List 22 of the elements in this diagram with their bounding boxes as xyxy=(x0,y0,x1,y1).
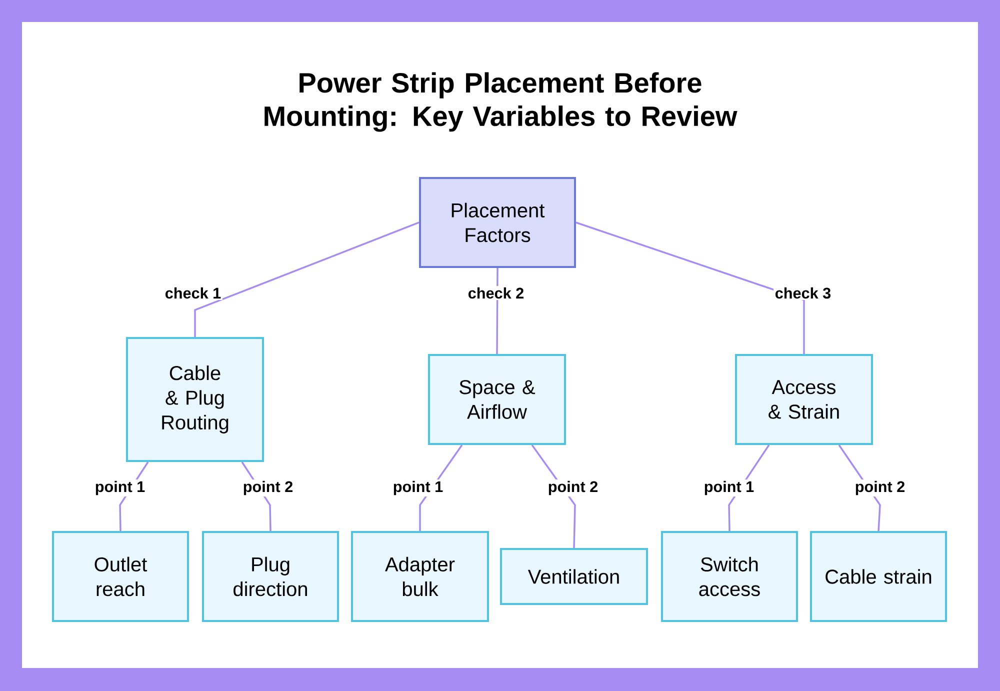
connector xyxy=(576,222,805,354)
factor-box: Plug direction xyxy=(202,531,339,622)
factor-box: Switch access xyxy=(661,531,798,622)
factor-box: Cable & Plug Routing xyxy=(126,337,264,462)
factor-box: Space & Airflow xyxy=(428,354,566,445)
edge-label: point 2 xyxy=(854,480,906,496)
factor-box: Ventilation xyxy=(500,548,648,605)
factor-box: Outlet reach xyxy=(52,531,189,622)
edge-label: point 1 xyxy=(702,480,756,496)
edge-label: point 2 xyxy=(546,480,600,496)
root-box: Placement Factors xyxy=(419,177,576,268)
edge-label: check 2 xyxy=(466,286,526,300)
edge-label: check 1 xyxy=(164,286,222,300)
edge-label: point 1 xyxy=(392,480,444,496)
factor-box: Cable strain xyxy=(810,531,947,622)
factor-box: Adapter bulk xyxy=(351,531,489,622)
factor-box: Access & Strain xyxy=(735,354,873,445)
connector xyxy=(194,222,420,337)
edge-label: check 3 xyxy=(774,286,832,300)
edge-label: point 2 xyxy=(242,480,294,496)
title: Power Strip Placement Before Mounting: Key Variables to Review xyxy=(264,72,738,132)
edge-label: point 1 xyxy=(94,480,146,496)
